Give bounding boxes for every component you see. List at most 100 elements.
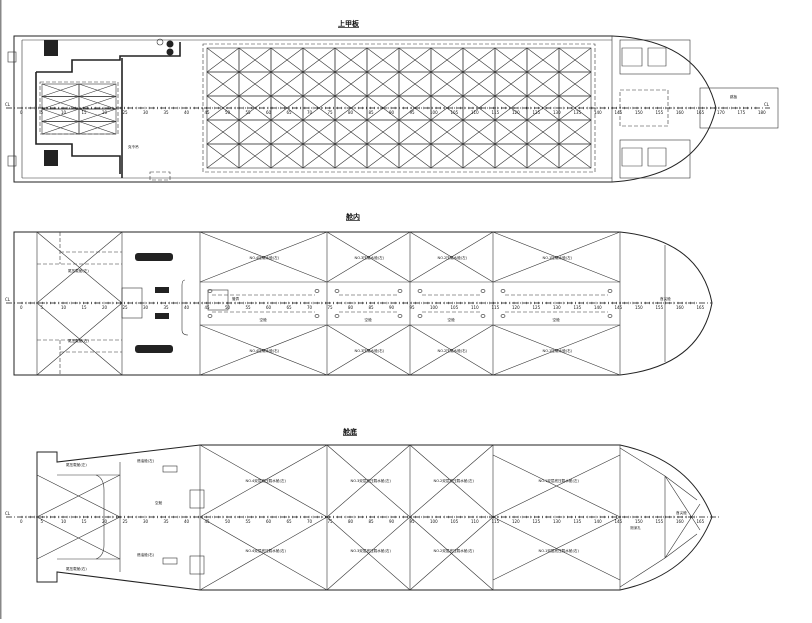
hatch-cover-diagonal [526,143,560,169]
sea-chest [162,465,178,473]
frame-number: 65 [287,110,293,115]
hold-plan-title: 舱内 [346,212,360,221]
manhole-icon [500,289,506,293]
frame-number: 155 [656,519,664,524]
hatch-cover-diagonal [270,71,304,97]
main-engine-port [135,253,173,261]
hold-plan: 舱内 尾压载舱(左) 尾压载舱(右) NO.4压载水舱(左)NO.4压载水舱(右… [5,212,713,376]
frame-number: 120 [512,110,520,115]
hatch-cover-diagonal [238,119,272,145]
frame-number: 125 [533,305,541,310]
frame-number: 20 [102,305,108,310]
frame-number: 50 [225,110,231,115]
frame-number: 80 [348,519,354,524]
pipe-tunnel [422,294,481,313]
db-tank-stbd-label: NO.3双层底压载水舱(右) [351,548,392,553]
frame-number: 95 [410,305,416,310]
frame-number: 55 [246,305,252,310]
db-tank-stbd-label: NO.2双层底压载水舱(右) [434,548,475,553]
frame-number: 135 [574,519,582,524]
bottom-bulkheads [57,445,666,590]
hatch-cover-diagonal [238,47,272,73]
frame-number: 155 [656,305,664,310]
fore-peak-diagonals [619,447,701,588]
hatch-cover-diagonal [41,121,80,135]
cl-label: CL [764,102,770,107]
frame-number: 110 [471,305,479,310]
frame-number: 160 [676,305,684,310]
frame-number: 150 [635,519,643,524]
db-tank-diagonals [409,444,494,591]
db-tank-port-label: NO.3双层底压载水舱(左) [351,478,392,483]
hatch-cover-diagonal [78,121,117,135]
hatch-cover-diagonal [494,47,528,73]
frame-number: 25 [123,519,129,524]
frame-number: 0 [20,305,23,310]
aft-tank-port-label: 尾压载舱(左) [68,268,89,273]
manhole-icon [480,314,486,318]
frame-number: 165 [697,110,705,115]
hatch-cover-diagonal [302,119,336,145]
hatch-cover [558,143,592,169]
wing-tank-diagonals [326,231,411,376]
wing-tank-stbd-label: NO.1压载水舱(右) [543,348,573,353]
db-tank-diagonals [326,444,411,591]
hatch-cover-diagonal [206,143,240,169]
hatch-cover-diagonal [398,71,432,97]
frame-number: 100 [430,519,438,524]
aft-tank-stbd-label: 尾压载舱(右) [66,566,87,571]
generator [155,287,169,293]
frame-number: 100 [430,305,438,310]
frame-number: 70 [307,110,313,115]
pipe-tunnel-label: 管弄 [232,296,240,301]
frame-number: 35 [164,519,170,524]
frame-number: 70 [307,305,313,310]
frame-number: 150 [635,305,643,310]
db-tank-stbd-label: NO.1双层底压载水舱(右) [539,548,580,553]
hatch-cover-diagonal [398,119,432,145]
coaming-line [35,42,181,174]
cl-label: CL [5,511,11,516]
wing-tank-diagonals [199,231,328,376]
frame-number: 155 [656,110,664,115]
cl-label: CL [5,102,11,107]
frame-number: 60 [266,305,272,310]
frame-number: 55 [246,519,252,524]
frame-number: 20 [102,110,108,115]
frame-number: 130 [553,305,561,310]
deckhouse-stbd [619,139,691,179]
sea-chest [162,557,178,565]
db-tank-diagonals [492,454,621,581]
frame-number: 95 [410,110,416,115]
aft-tank-port-label: 尾压载舱(左) [66,462,87,467]
frame-number: 40 [184,305,190,310]
hatch-cover-diagonal [238,71,272,97]
frame-number: 125 [533,519,541,524]
aft-tank-stbd-label: 尾压载舱(右) [68,338,89,343]
aft-hatch-covers [41,83,117,135]
hatch-cover-diagonal [494,119,528,145]
hatch-cover-diagonal [78,96,117,110]
fore-peak-label: 首尖舱 [660,296,671,301]
fairlead-stbd [7,155,17,167]
frame-number: 40 [184,110,190,115]
frame-number: 70 [307,519,313,524]
db-tank-stbd-label: NO.4双层底压载水舱(右) [246,548,287,553]
frame-number: 45 [205,110,211,115]
hatch-cover-diagonal [366,119,400,145]
manhole-icon [417,314,423,318]
frame-number: 105 [451,519,459,524]
main-hatch-covers [206,47,592,169]
hatch-cover-diagonal [558,143,592,169]
manhole-icon [314,289,320,293]
hatch-cover-diagonal [206,47,240,73]
frame-number: 130 [553,519,561,524]
frame-number: 145 [615,305,623,310]
hatch-cover-diagonal [302,143,336,169]
frame-number: 10 [61,305,67,310]
frame-number: 145 [615,110,623,115]
hatch-cover-diagonal [270,119,304,145]
wing-tank-stbd-label: NO.4压载水舱(右) [250,348,280,353]
fuel-tank-port-label: 燃油舱(左) [137,458,155,463]
